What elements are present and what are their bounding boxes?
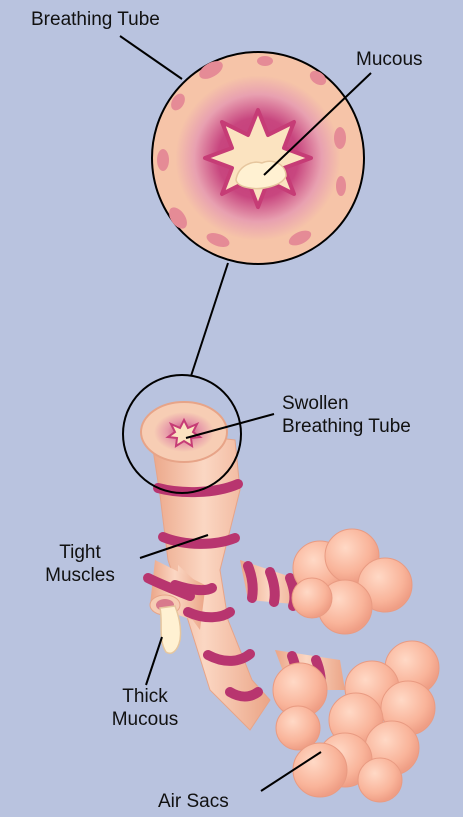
label-tight-muscles: Tight Muscles: [28, 541, 132, 587]
label-swollen-line2: Breathing Tube: [282, 415, 411, 438]
label-swollen-line1: Swollen: [282, 392, 411, 415]
label-thick-line2: Mucous: [90, 708, 200, 731]
label-tight-line1: Tight: [28, 541, 132, 564]
label-air-sacs: Air Sacs: [158, 790, 229, 813]
lumen-star: [205, 110, 311, 207]
air-sacs: [273, 529, 439, 802]
label-mucous: Mucous: [356, 48, 423, 71]
label-thick-line1: Thick: [90, 685, 200, 708]
thick-mucous-plug: [160, 606, 181, 653]
cross-section-breathing-tube: [152, 52, 364, 264]
label-breathing-tube: Breathing Tube: [31, 8, 160, 31]
label-thick-mucous: Thick Mucous: [90, 685, 200, 731]
label-swollen-breathing-tube: Swollen Breathing Tube: [282, 392, 411, 438]
label-tight-line2: Muscles: [28, 564, 132, 587]
